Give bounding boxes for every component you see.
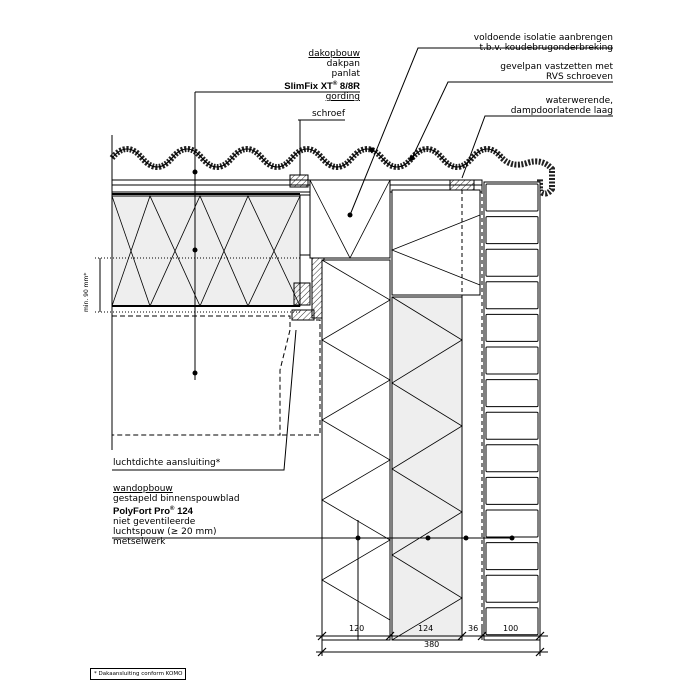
gording: [309, 179, 391, 259]
dim-120: 120: [349, 624, 365, 633]
brick: [485, 379, 539, 408]
label-min-90: min. 90 mm*: [83, 272, 90, 312]
brick: [485, 607, 539, 636]
brick: [485, 444, 539, 473]
label-panlat: panlat: [331, 69, 360, 79]
ceiling-outline: [112, 315, 321, 436]
dim-100: 100: [503, 624, 519, 633]
brick: [485, 574, 539, 603]
wall-build-up-label: wandopbouw gestapeld binnenspouwblad Pol…: [113, 484, 240, 548]
label-gording: gording: [325, 92, 360, 103]
label-luchtdicht: luchtdichte aansluiting*: [113, 458, 221, 468]
brick: [485, 509, 539, 538]
footnote: * Dakaansluiting conform KOMO: [90, 668, 187, 680]
label-slimfix: SlimFix XT® 8/8R: [284, 81, 360, 93]
label-waterwerende-laag: waterwerende,dampdoorlatende laag: [510, 96, 613, 116]
inner-leaf: [321, 259, 391, 641]
dim-total-380: 380: [424, 640, 440, 649]
brick: [485, 346, 539, 375]
label-dakopbouw: dakopbouw: [308, 49, 360, 59]
brick: [485, 216, 539, 245]
brick: [485, 281, 539, 310]
roof-insulation: [111, 195, 301, 307]
label-dakpan: dakpan: [326, 59, 360, 69]
cavity-insulation: [391, 296, 463, 641]
brick: [485, 248, 539, 277]
brick: [485, 313, 539, 342]
brick: [485, 183, 539, 212]
roof-build-up-label: dakopbouw dakpan panlat SlimFix XT® 8/8R…: [284, 49, 360, 102]
brick: [485, 542, 539, 571]
dim-36: 36: [468, 624, 479, 633]
label-schroef: schroef: [311, 109, 345, 119]
eave-insulation: [391, 189, 481, 296]
brick: [485, 411, 539, 440]
dim-124: 124: [418, 624, 434, 633]
brick: [485, 476, 539, 505]
